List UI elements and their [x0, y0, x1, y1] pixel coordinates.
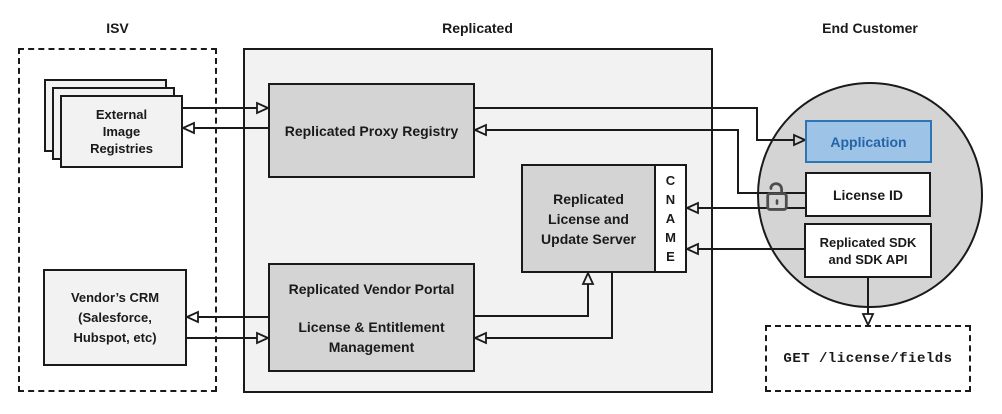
vendor-portal-box: Replicated Vendor Portal License & Entit… [268, 263, 475, 372]
proxy-registry-label: Replicated Proxy Registry [284, 122, 459, 139]
vendor-crm-box: Vendor’s CRM (Salesforce, Hubspot, etc) [43, 269, 187, 366]
replicated-section-title: Replicated [442, 20, 513, 36]
replicated-sdk-box: Replicated SDK and SDK API [804, 223, 932, 278]
license-id-box: License ID [805, 172, 931, 217]
license-id-label: License ID [832, 186, 904, 203]
end-customer-section-title: End Customer [822, 20, 918, 36]
external-image-registries-label: External [95, 107, 148, 122]
proxy-registry-box: Replicated Proxy Registry [268, 83, 475, 178]
replicated-sdk-label: Replicated SDK [819, 234, 917, 250]
unlock-icon [766, 182, 788, 211]
get-license-fields-label: GET /license/fields [783, 350, 953, 367]
get-license-fields-box: GET /license/fields [765, 325, 971, 392]
application-box: Application [805, 120, 932, 163]
vendor-crm-label: Vendor’s CRM [70, 289, 160, 305]
external-image-registries-box: External Image Registries [60, 95, 183, 168]
license-update-server-box: Replicated License and Update Server C N… [521, 164, 687, 273]
application-label: Application [830, 133, 907, 150]
license-update-server-label: Replicated License and Update Server [541, 190, 636, 247]
isv-section-title: ISV [106, 20, 129, 36]
vendor-portal-label: Replicated Vendor Portal [288, 280, 455, 297]
cname-strip: C N A M E [654, 166, 685, 271]
